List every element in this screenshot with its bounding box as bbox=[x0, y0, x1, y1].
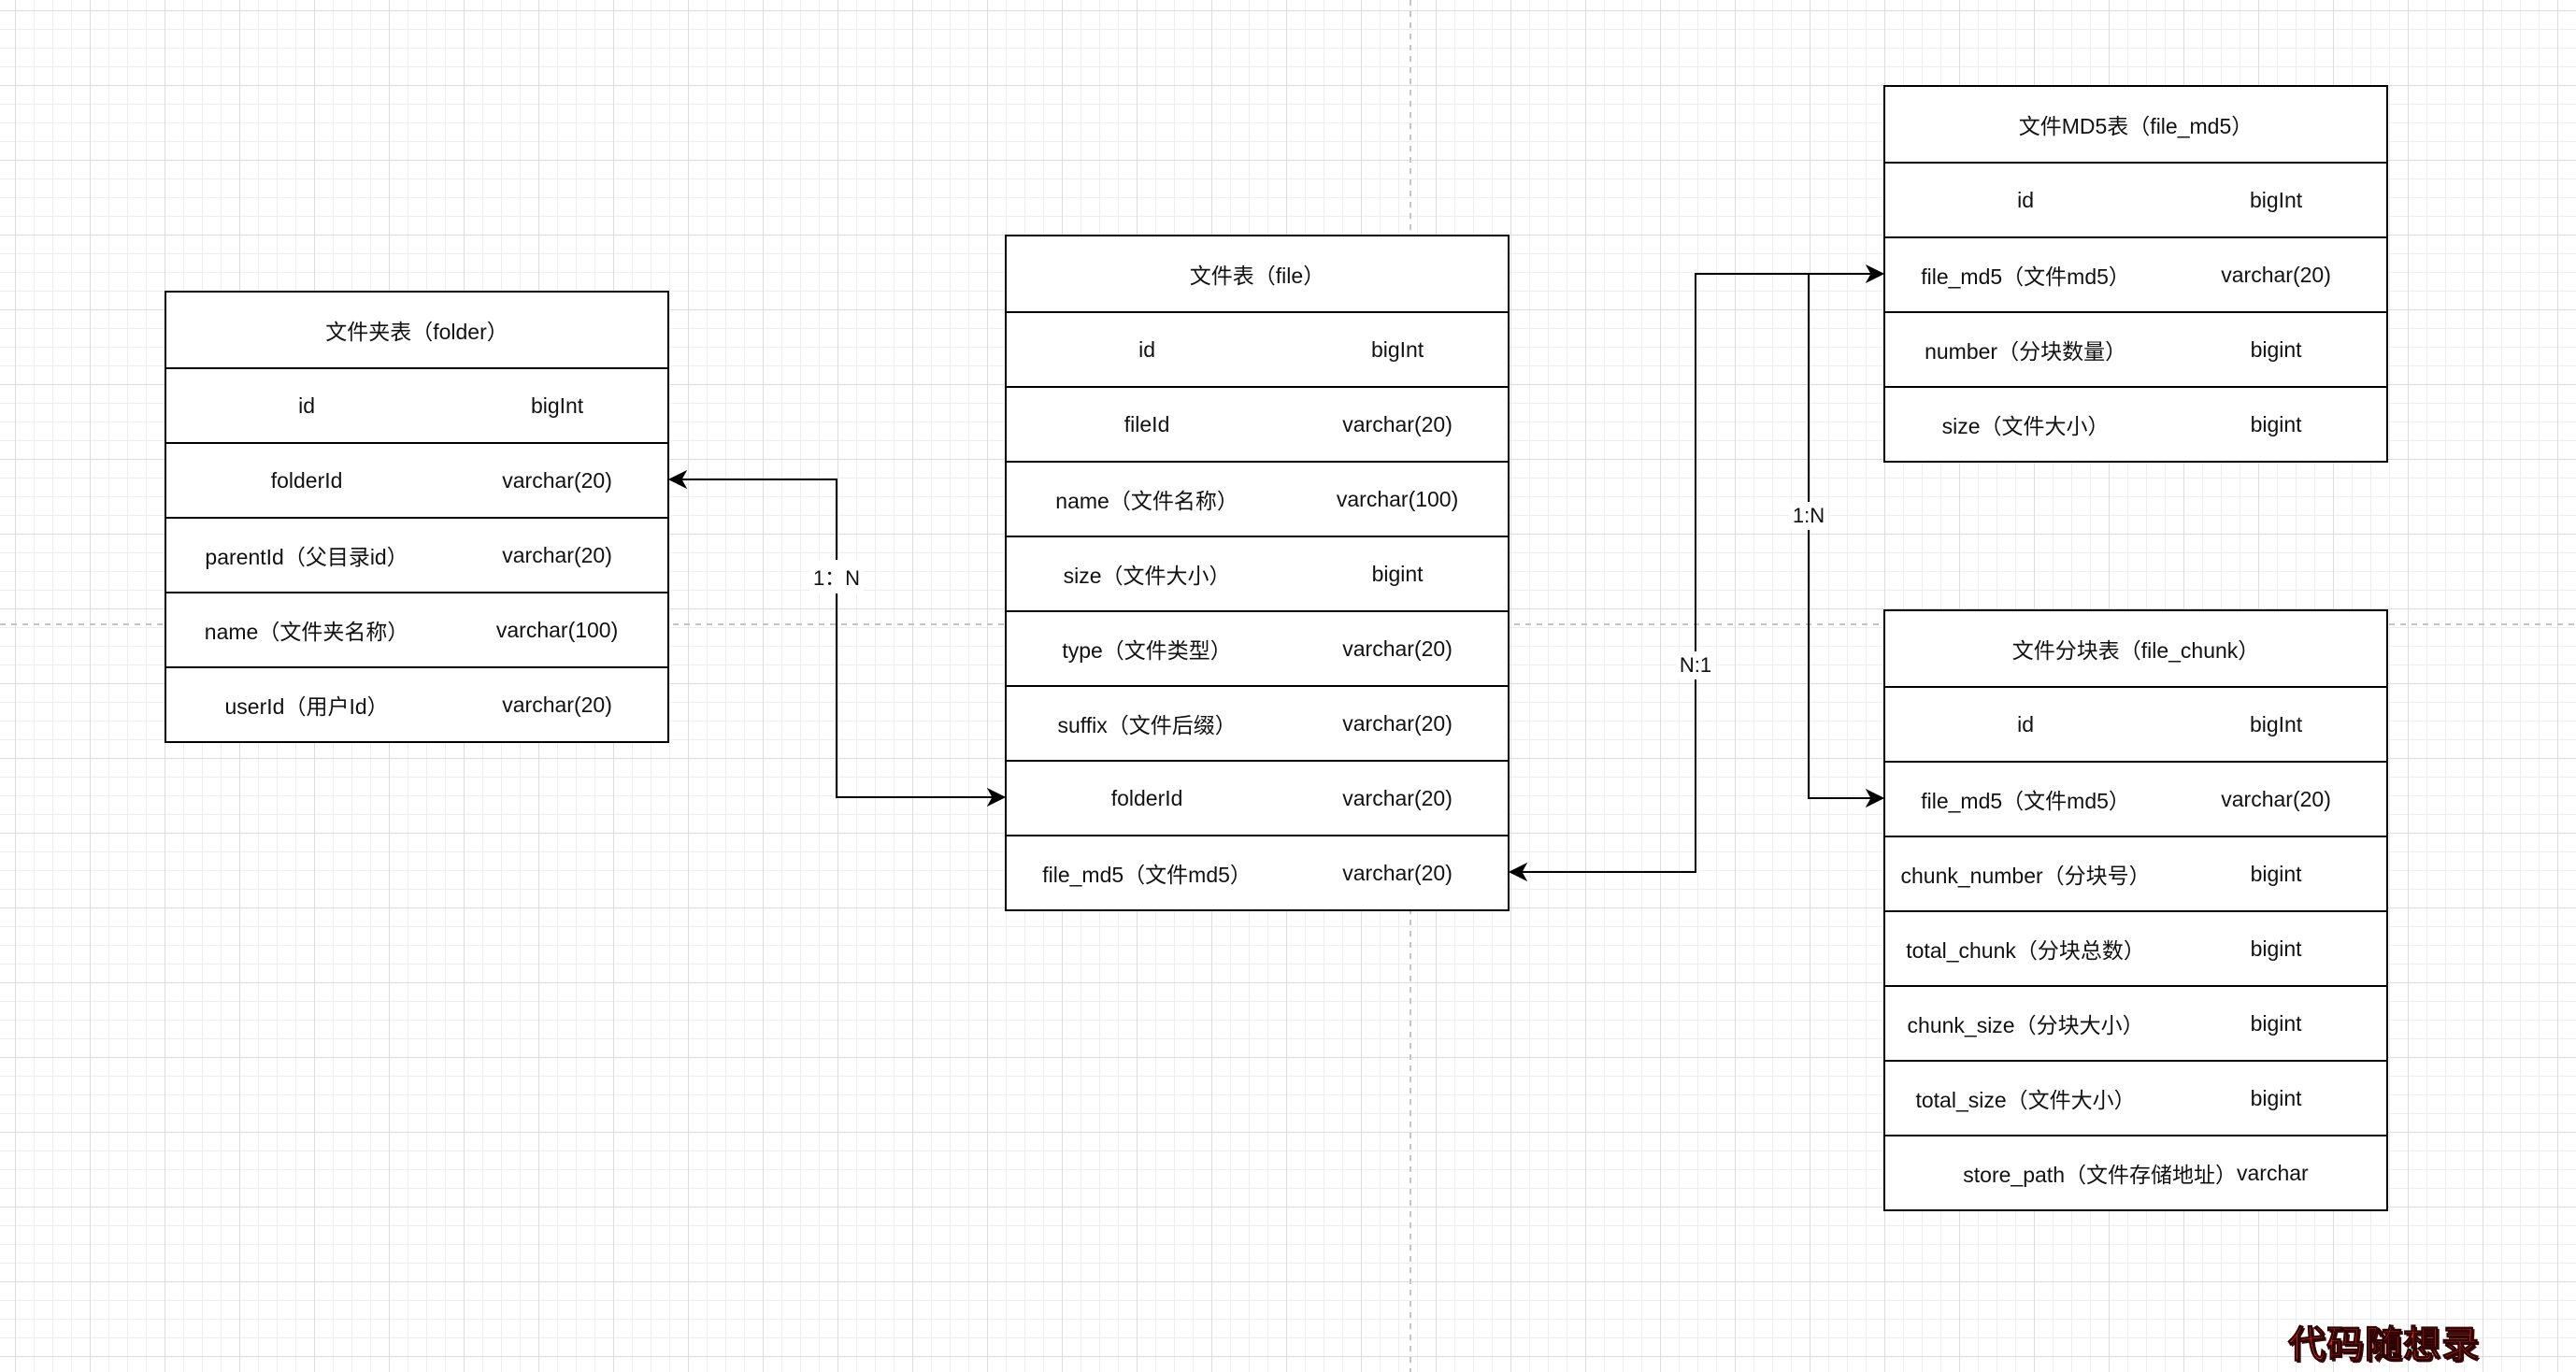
folder-row-name: name（文件夹名称） varchar(100) bbox=[166, 592, 667, 666]
field-type: bigint bbox=[2250, 1010, 2302, 1036]
file-chunk-row-store-path: store_path（文件存储地址）varchar bbox=[1885, 1135, 2386, 1209]
file-row-file-md5: file_md5（文件md5） varchar(20) bbox=[1007, 835, 1508, 909]
file-chunk-table-header: 文件分块表（file_chunk） bbox=[1885, 611, 2386, 686]
field-name: id bbox=[2017, 711, 2035, 736]
arrowhead-left-icon bbox=[1508, 862, 1528, 882]
folder-row-folderid: folderId varchar(20) bbox=[166, 442, 667, 517]
arrowhead-right-icon bbox=[986, 787, 1007, 807]
field-type: bigint bbox=[2250, 1085, 2302, 1110]
field-type: varchar(20) bbox=[2221, 262, 2331, 287]
field-name: file_md5（文件md5） bbox=[1921, 264, 2130, 289]
field-type: varchar(20) bbox=[1342, 411, 1453, 436]
field-type: varchar(100) bbox=[495, 617, 619, 642]
file-md5-table-title: 文件MD5表（file_md5） bbox=[2018, 114, 2254, 138]
folder-row-parentid: parentId（父目录id） varchar(20) bbox=[166, 517, 667, 592]
folder-table-header: 文件夹表（folder） bbox=[166, 293, 667, 367]
field-type: bigInt bbox=[2249, 711, 2303, 736]
field-name: fileId bbox=[1123, 411, 1170, 436]
field-type: varchar(20) bbox=[1342, 785, 1453, 810]
field-name: total_chunk（分块总数） bbox=[1906, 938, 2145, 963]
file-row-suffix: suffix（文件后缀） varchar(20) bbox=[1007, 685, 1508, 760]
field-type: bigint bbox=[1371, 561, 1424, 586]
folder-row-id: id bigInt bbox=[166, 367, 667, 442]
file-md5-row-id: id bigInt bbox=[1885, 162, 2386, 236]
field-name: chunk_number（分块号） bbox=[1900, 864, 2151, 888]
field-name: parentId（父目录id） bbox=[205, 545, 408, 569]
field-type: bigint bbox=[2250, 411, 2302, 436]
file-table-header: 文件表（file） bbox=[1007, 236, 1508, 311]
file-chunk-row-id: id bigInt bbox=[1885, 686, 2386, 761]
field-name: name（文件名称） bbox=[1055, 489, 1238, 513]
file-md5-row-file-md5: file_md5（文件md5） varchar(20) bbox=[1885, 236, 2386, 311]
field-type: bigInt bbox=[1370, 336, 1424, 362]
arrowhead-right-icon bbox=[1865, 788, 1885, 808]
field-type: varchar(20) bbox=[1342, 710, 1453, 736]
folder-table: 文件夹表（folder） id bigInt folderId varchar(… bbox=[165, 291, 669, 743]
field-name: number（分块数量） bbox=[1925, 339, 2127, 364]
field-type: varchar(20) bbox=[1342, 636, 1453, 661]
field-name: id bbox=[1138, 336, 1156, 362]
field-type: bigint bbox=[2250, 936, 2302, 961]
file-md5-table: 文件MD5表（file_md5） id bigInt file_md5（文件md… bbox=[1883, 85, 2388, 463]
field-name: total_size（文件大小） bbox=[1915, 1088, 2136, 1112]
file-row-folderid: folderId varchar(20) bbox=[1007, 760, 1508, 835]
cardinality-label: 1：N bbox=[809, 560, 865, 593]
file-row-id: id bigInt bbox=[1007, 311, 1508, 386]
file-chunk-table: 文件分块表（file_chunk） id bigInt file_md5（文件m… bbox=[1883, 609, 2388, 1211]
cardinality-label: 1:N bbox=[1788, 502, 1829, 530]
cardinality-label: N:1 bbox=[1675, 651, 1716, 679]
watermark-logo: 代码随想录 bbox=[2288, 1324, 2480, 1366]
field-type: bigInt bbox=[530, 393, 584, 418]
arrowhead-right-icon bbox=[1865, 264, 1885, 284]
file-chunk-row-chunk-size: chunk_size（分块大小） bigint bbox=[1885, 985, 2386, 1060]
field-name: size（文件大小） bbox=[1063, 564, 1231, 588]
field-type: bigint bbox=[2250, 861, 2302, 886]
field-name: file_md5（文件md5） bbox=[1921, 789, 2130, 813]
field-type: varchar bbox=[2237, 1160, 2309, 1185]
file-table: 文件表（file） id bigInt fileId varchar(20) n… bbox=[1005, 235, 1510, 911]
file-chunk-row-chunk-number: chunk_number（分块号） bigint bbox=[1885, 836, 2386, 910]
arrowhead-left-icon bbox=[667, 469, 688, 490]
field-name: type（文件类型） bbox=[1062, 638, 1232, 663]
file-row-fileid: fileId varchar(20) bbox=[1007, 386, 1508, 461]
file-chunk-row-total-chunk: total_chunk（分块总数） bigint bbox=[1885, 910, 2386, 985]
field-type: bigInt bbox=[2249, 187, 2303, 212]
field-name: folderId bbox=[270, 467, 343, 493]
field-type: varchar(20) bbox=[502, 542, 612, 567]
field-type: bigint bbox=[2250, 336, 2302, 362]
field-name: file_md5（文件md5） bbox=[1042, 863, 1252, 887]
field-name: folderId bbox=[1110, 785, 1183, 810]
connector-file-filemd5 bbox=[1513, 273, 1872, 873]
file-chunk-row-file-md5: file_md5（文件md5） varchar(20) bbox=[1885, 761, 2386, 836]
field-name: chunk_size（分块大小） bbox=[1907, 1013, 2144, 1037]
field-name: size（文件大小） bbox=[1941, 414, 2110, 438]
folder-row-userid: userId（用户Id） varchar(20) bbox=[166, 666, 667, 741]
field-name: id bbox=[298, 393, 316, 418]
file-chunk-row-total-size: total_size（文件大小） bigint bbox=[1885, 1060, 2386, 1135]
field-name: name（文件夹名称） bbox=[204, 620, 409, 644]
file-md5-row-number: number（分块数量） bigint bbox=[1885, 311, 2386, 386]
file-row-size: size（文件大小） bigint bbox=[1007, 536, 1508, 610]
field-name: userId（用户Id） bbox=[224, 694, 389, 719]
field-type: varchar(20) bbox=[502, 467, 612, 493]
file-md5-table-header: 文件MD5表（file_md5） bbox=[1885, 87, 2386, 162]
connector-folder-file bbox=[673, 479, 994, 798]
file-row-type: type（文件类型） varchar(20) bbox=[1007, 610, 1508, 685]
field-type: varchar(20) bbox=[1342, 860, 1453, 885]
connector-filemd5-filechunk bbox=[1808, 274, 1872, 799]
field-type: varchar(100) bbox=[1336, 486, 1459, 511]
file-chunk-table-title: 文件分块表（file_chunk） bbox=[2011, 638, 2260, 663]
field-type: varchar(20) bbox=[2221, 786, 2331, 811]
file-table-title: 文件表（file） bbox=[1189, 264, 1325, 288]
field-name: id bbox=[2017, 187, 2035, 212]
field-name: suffix（文件后缀） bbox=[1057, 713, 1237, 737]
field-type: varchar(20) bbox=[502, 692, 612, 717]
file-row-name: name（文件名称） varchar(100) bbox=[1007, 461, 1508, 536]
field-name: store_path（文件存储地址） bbox=[1963, 1163, 2237, 1187]
folder-table-title: 文件夹表（folder） bbox=[325, 320, 508, 344]
file-md5-row-size: size（文件大小） bigint bbox=[1885, 386, 2386, 461]
